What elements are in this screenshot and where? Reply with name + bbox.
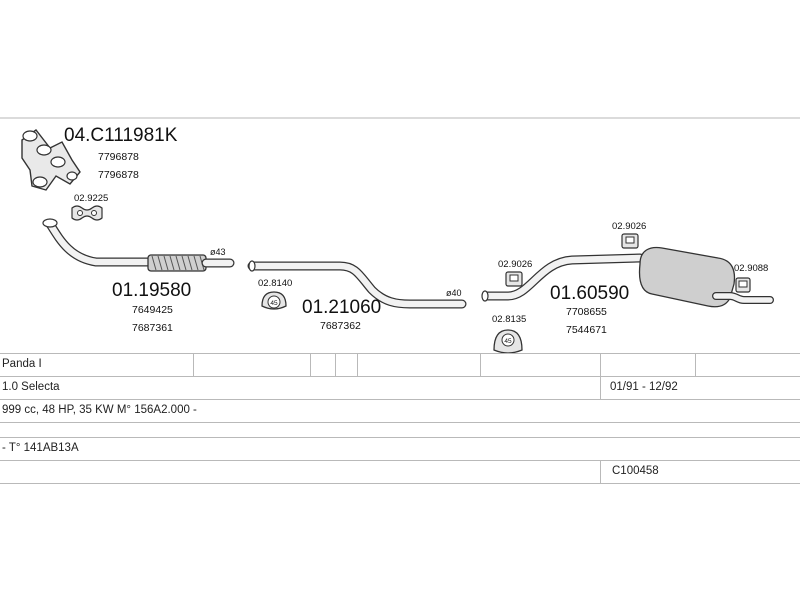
table-bottom-border [0,483,800,484]
manifold-ref-1: 7796878 [98,151,139,163]
front-pipe-ref-2: 7687361 [132,322,173,334]
hanger-e-icon: 45 [493,329,523,354]
rear-silencer-ref-1: 7708655 [566,306,607,318]
middle-pipe-part-number: 01.21060 [302,297,381,318]
rear-silencer [481,246,774,308]
column-divider [600,354,601,376]
hanger-e-size: 45 [504,338,512,345]
vehicle-period: 01/91 - 12/92 [610,381,678,393]
rear-silencer-ref-2: 7544671 [566,324,607,336]
table-row-model: Panda I [0,353,800,376]
table-row-empty [0,422,800,437]
rear-silencer-part-number: 01.60590 [550,283,629,304]
exhaust-system-diagram: 04.C111981K 7796878 7796878 02.9225 ø43 … [0,117,800,354]
column-divider [600,377,601,399]
middle-pipe [247,260,467,309]
hanger-b-part-number: 02.8140 [258,278,292,289]
manifold-ref-2: 7796878 [98,169,139,181]
table-row-variant: 1.0 Selecta 01/91 - 12/92 [0,376,800,399]
vehicle-type: - T° 141AB13A [2,442,79,454]
column-divider [480,354,481,376]
catalog-code: C100458 [612,465,659,477]
hanger-b-icon: 45 [261,291,287,310]
manifold-part-number: 04.C111981K [64,125,178,146]
column-divider [600,461,601,483]
front-pipe [42,218,235,272]
vehicle-engine: 999 cc, 48 HP, 35 KW M° 156A2.000 - [2,404,197,416]
hanger-e-part-number: 02.8135 [492,314,526,325]
front-pipe-part-number: 01.19580 [112,280,191,301]
rubber-c-part-number: 02.9026 [498,259,532,270]
middle-pipe-diameter: ø40 [446,288,462,298]
clamp-icon [71,205,103,221]
rubber-c-icon [505,271,523,287]
middle-pipe-ref-1: 7687362 [320,320,361,332]
rubber-d-part-number: 02.9026 [612,221,646,232]
table-row-engine: 999 cc, 48 HP, 35 KW M° 156A2.000 - [0,399,800,422]
exhaust-manifold [21,129,81,191]
vehicle-application-table: Panda I 1.0 Selecta 01/91 - 12/92 999 cc… [0,353,800,484]
table-row-type: - T° 141AB13A [0,437,800,460]
rubber-f-icon [735,277,751,293]
column-divider [335,354,336,376]
hanger-b-size: 45 [270,300,278,307]
column-divider [193,354,194,376]
column-divider [310,354,311,376]
column-divider [357,354,358,376]
rubber-d-icon [621,233,639,249]
clamp-part-number: 02.9225 [74,193,108,204]
front-pipe-diameter: ø43 [210,247,226,257]
vehicle-variant: 1.0 Selecta [2,381,60,393]
front-pipe-ref-1: 7649425 [132,304,173,316]
table-row-catalog: C100458 [0,460,800,483]
rubber-f-part-number: 02.9088 [734,263,768,274]
column-divider [695,354,696,376]
vehicle-model: Panda I [2,358,42,370]
